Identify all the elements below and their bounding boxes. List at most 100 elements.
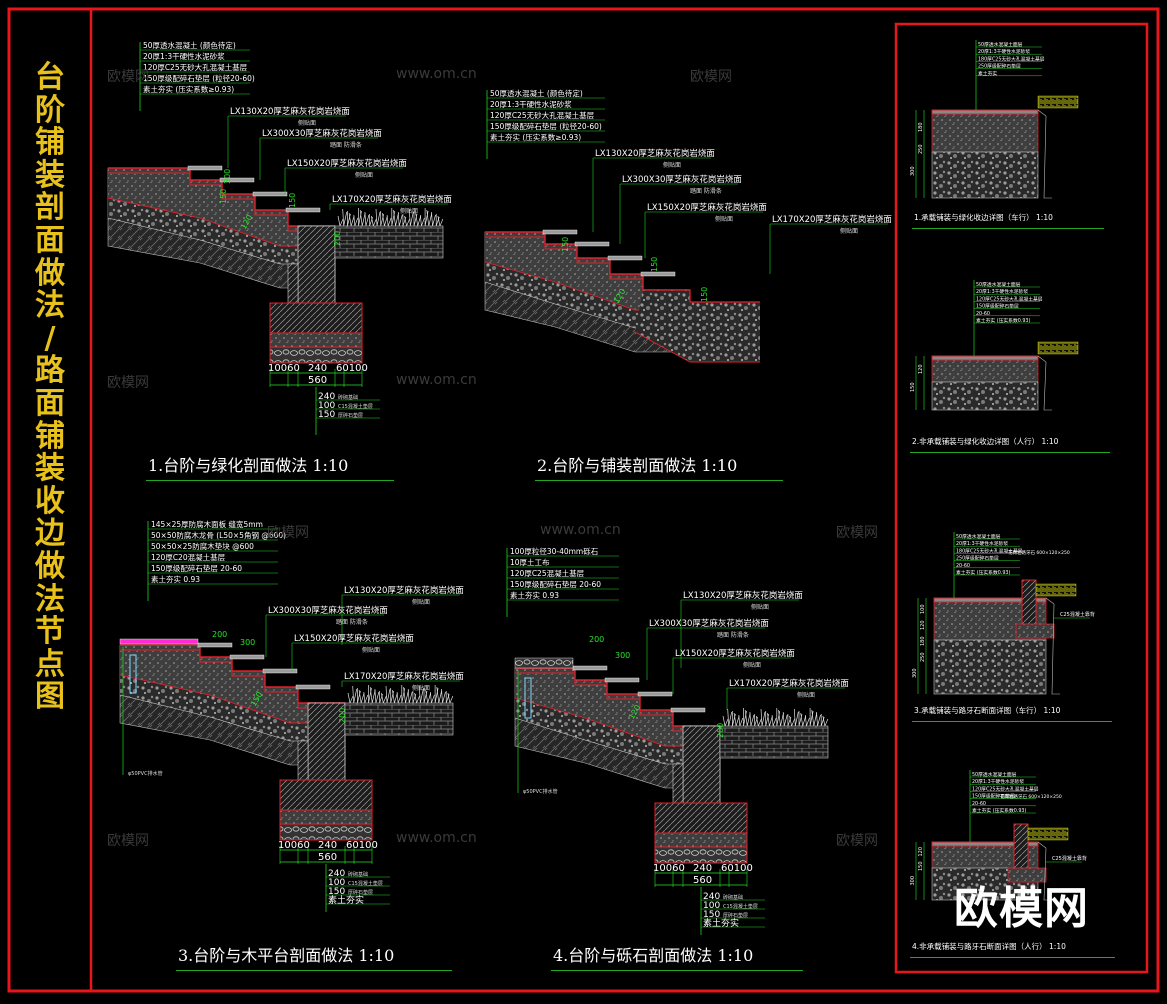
foundation-note: 砖砌基础 [348,871,368,878]
grass-blade [426,209,433,227]
step-tread-slab [252,191,288,197]
foundation-label: 150 [318,410,335,420]
grass-blade [782,711,788,727]
paving-surface [931,355,1039,361]
diagram-1-title: 1.台阶与绿化剖面做法 1:10 [148,456,349,475]
vertical-title-char: 面 [35,222,65,258]
grass-blade [337,215,344,227]
panel-layer-label: 50厚透水混凝土面层 [956,533,1001,540]
step-dimension: 200 [338,708,347,723]
step-note: 侧贴面 [298,119,316,127]
watermark-text: 欧模网 [836,525,878,541]
edge-detail-panel: 50厚透水混凝土面层20厚1:3干硬性水泥砂浆180厚C25无砂大孔混凝土基层2… [910,40,1079,199]
panel-3-title: 3.承载铺装与路牙石断面详图（车行） 1:10 [914,706,1061,715]
step-dimension: 300 [240,638,255,647]
foundation-label: 素土夯实 [328,894,364,906]
grass-blade [800,712,807,727]
panel-dimension: 120 [918,364,924,374]
concrete-layer [485,232,690,310]
step-material-label: LX300X30厚芝麻灰花岗岩烧面 [622,174,742,185]
grass-blade [420,214,425,227]
grass-blade [397,211,403,227]
grass-blade [401,685,406,704]
panel-layer-label: 250厚级配碎石垫层 [978,63,1021,70]
foundation-note: C15混凝土垫层 [723,903,758,910]
layer-spec-label: 20厚1:3干硬性水泥砂浆 [490,99,572,109]
watermark-url: www.om.cn [396,66,477,82]
step-note: 侧贴面 [797,691,815,699]
grass-blade [393,209,399,227]
panel-dimension: 250 [920,652,926,662]
panel-layer-label: 150厚级配碎石垫层 [976,303,1019,310]
lawn-strip [1037,341,1079,355]
grass-blade [359,209,366,227]
concrete-layer [108,168,335,246]
vertical-title-char: 铺 [35,125,65,161]
footing-concrete [279,809,373,825]
vertical-title-char: 阶 [35,92,65,128]
watermark-text: 欧模网 [107,833,149,849]
panel-dimension: 300 [912,668,918,678]
planting-soil [719,725,829,759]
grass-blade [424,208,429,227]
footing-gravel [269,346,363,364]
panel-dimension: 300 [910,166,916,176]
vertical-title-char: 边 [35,516,65,552]
layer-spec-label: 50×50×25防腐木垫块 @600 [151,541,254,551]
foundation-label: 100 [328,878,345,888]
diagram-3-title: 3.台阶与木平台剖面做法 1:10 [178,946,395,965]
brick-pier [682,725,721,804]
grass-blade [727,708,733,727]
footing-brick [654,802,748,834]
footing-concrete [269,332,363,348]
grass-blade [738,714,744,727]
grass-blade [392,689,398,704]
mortar-line [515,672,720,732]
mortar-line [485,236,690,296]
soil-edge [1037,841,1052,901]
layer-spec-label: 120厚C25无砂大孔混凝土基层 [490,110,595,120]
dimension-label: 10060 [278,840,310,851]
dimension-label: 240 [318,840,337,851]
foundation-label: 100 [703,901,720,911]
step-note: 侧贴面 [400,207,418,215]
foundation-label: 240 [318,392,335,402]
foundation-label: 150 [703,910,720,920]
grass-blade [374,688,380,704]
panel-layer-label: 50厚透水混凝土面层 [972,771,1017,778]
watermark-url: www.om.cn [540,522,621,538]
vertical-title-char: 铺 [35,418,65,454]
watermark-text: 欧模网 [107,69,149,85]
dimension-label: 10060 [653,863,685,874]
grass-blade [352,685,358,704]
foundation-note: C15混凝土垫层 [338,403,373,410]
step-tread-slab [285,207,321,213]
foundation-label: 240 [328,869,345,879]
grass-blade [744,709,751,727]
layer-spec-label: 素土夯实 0.93 [510,590,559,600]
step-material-label: LX130X20厚芝麻灰花岗岩烧面 [230,106,350,117]
layer-spec-label: 50厚透水混凝土 (颜色待定) [490,88,583,98]
diagram-4-title: 4.台阶与砾石剖面做法 1:10 [553,946,754,965]
grass-blade [403,686,409,704]
side-panel-frame [894,22,1149,974]
foundation-note: 砖砌基础 [338,394,358,401]
grass-blade [743,708,747,727]
foundation-note: 厚碎石垫层 [338,412,363,419]
layer-spec-label: 素土夯实 (压实系数≥0.93) [490,132,581,142]
panel-dimension: 180 [918,122,924,132]
sheet-vertical-title: 台阶铺装剖面做法/路面铺装收边做法节点图 [28,61,72,714]
panel-3-title-underline [912,721,1112,722]
outer-frame [7,7,1160,993]
grass-blade [415,212,422,227]
step-material-label: LX130X20厚芝麻灰花岗岩烧面 [344,585,464,596]
layer-spec-label: 10厚土工布 [510,557,550,567]
gravel-base [931,381,1039,411]
step-tread-slab [637,691,673,697]
step-dimension: 150 [561,237,570,252]
panel-1-title: 1.承载铺装与绿化收边详图（车行） 1:10 [914,213,1053,222]
grass-blade [418,685,424,704]
grass-blade [809,708,814,727]
